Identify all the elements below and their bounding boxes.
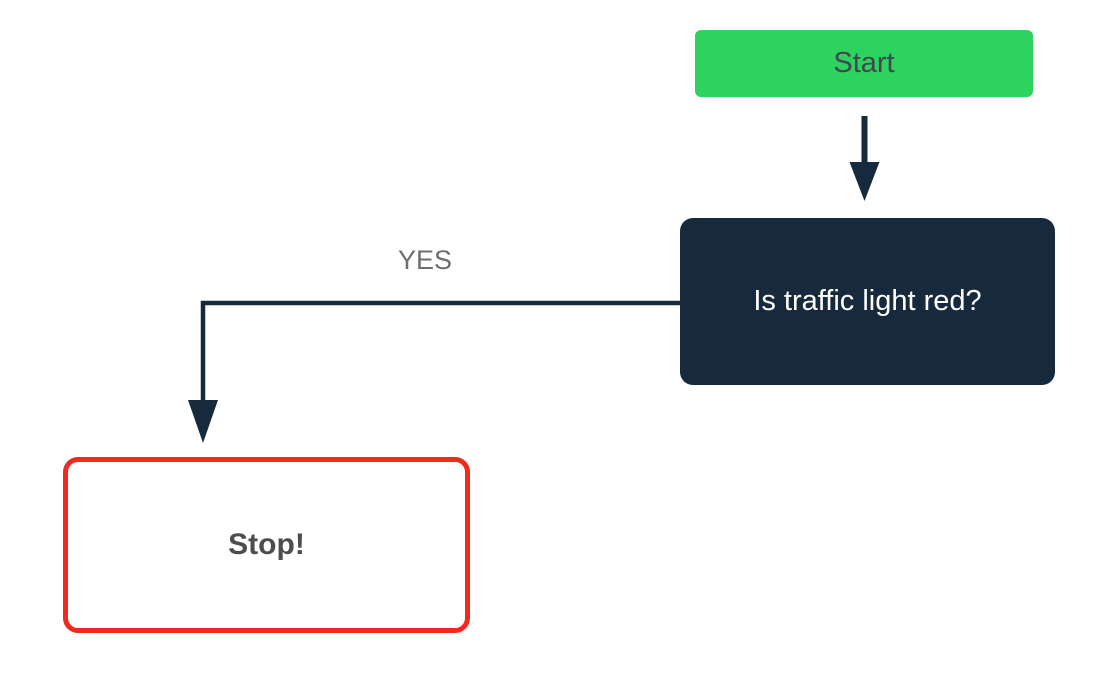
decision-node-label: Is traffic light red? bbox=[753, 285, 982, 317]
arrowhead-down-icon bbox=[849, 162, 880, 201]
decision-node: Is traffic light red? bbox=[680, 218, 1055, 385]
stop-node: Stop! bbox=[63, 457, 470, 633]
arrowhead-down-icon bbox=[188, 400, 218, 443]
start-node-label: Start bbox=[833, 47, 895, 79]
edge-decision-to-stop-elbow bbox=[200, 300, 680, 402]
edge-decision-to-stop bbox=[188, 300, 680, 443]
stop-node-label: Stop! bbox=[228, 528, 305, 561]
edge-start-to-decision bbox=[849, 116, 880, 201]
start-node: Start bbox=[695, 30, 1033, 97]
yes-edge-label: YES bbox=[397, 245, 453, 275]
